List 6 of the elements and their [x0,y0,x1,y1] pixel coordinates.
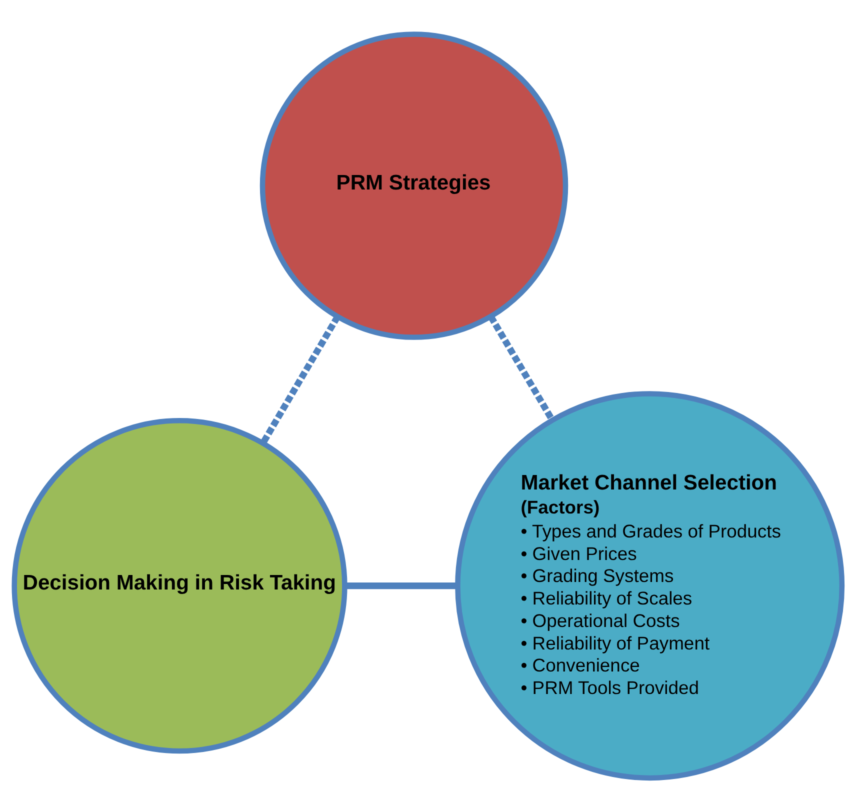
node-circle: Market Channel Selection (Factors) • Types and Grades of Products • Given Prices • Grading Systems • Reliability of Scales • Operational Costs • Reliability of Payment • Convenience • PRM Tools Provided [454,391,844,781]
connector [344,582,457,590]
node-circle: PRM Strategies [259,32,568,340]
connector [260,315,340,445]
node-circle: Decision Making in Risk Taking [11,418,347,754]
connector [488,315,555,422]
